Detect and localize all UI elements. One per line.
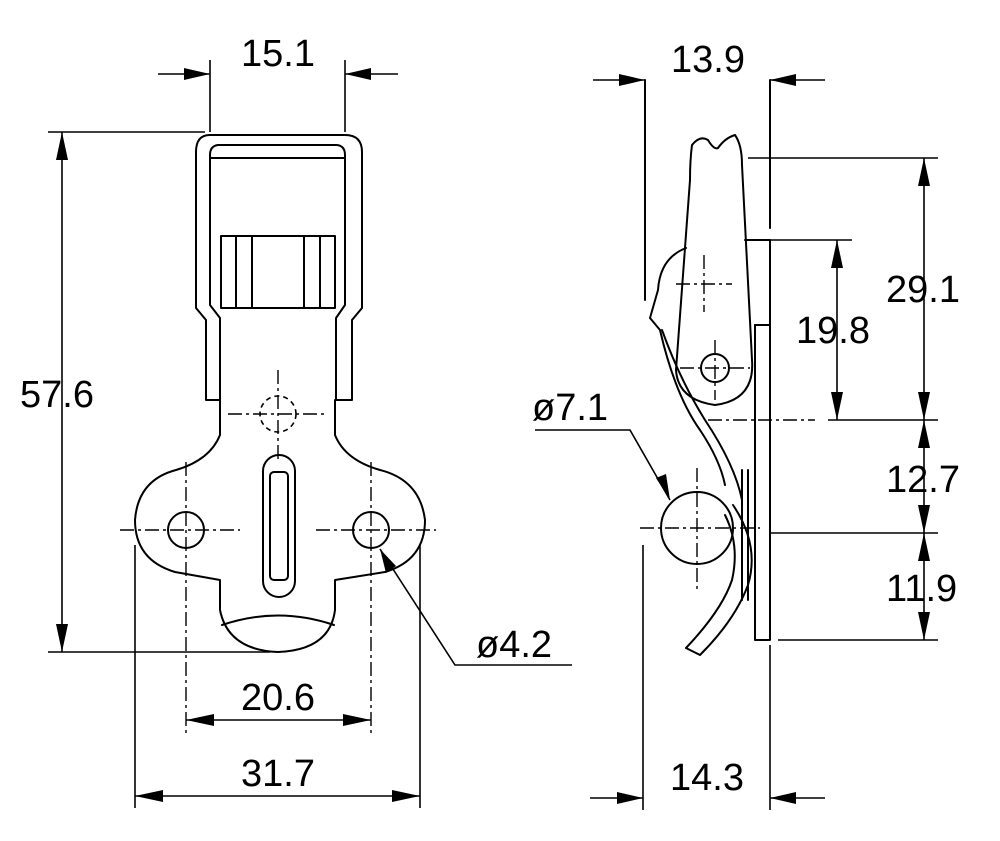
front-view [120, 134, 436, 735]
dim-base-width-label: 31.7 [241, 753, 315, 795]
dim-top-depth-label: 13.9 [671, 39, 745, 81]
dim-base-depth-label: 14.3 [670, 757, 744, 799]
dim-pin-diameter-label: ø7.1 [532, 387, 608, 429]
front-slot [262, 454, 296, 598]
dim-lower-height-label: 11.9 [886, 568, 957, 610]
side-dimension-lines [535, 74, 938, 810]
dim-top-width-label: 15.1 [241, 33, 315, 75]
front-dimension-lines [48, 60, 572, 808]
dim-hole-spacing-label: 20.6 [241, 677, 315, 719]
front-hinge-block [220, 235, 336, 309]
front-loop-inner [209, 144, 346, 401]
dim-overall-height-label: 57.6 [20, 374, 94, 416]
dim-hole-diameter-label: ø4.2 [476, 624, 552, 666]
dim-upper-height-label: 29.1 [886, 269, 960, 311]
side-base-plate [754, 324, 771, 641]
side-hook [685, 504, 753, 656]
side-view [640, 79, 771, 656]
dim-mid-height-label: 12.7 [886, 459, 960, 501]
front-hinge-barrel [235, 235, 321, 309]
dim-pivot-height-label: 19.8 [796, 310, 870, 352]
front-body-outline [134, 134, 426, 653]
side-lever-arm [675, 134, 754, 406]
